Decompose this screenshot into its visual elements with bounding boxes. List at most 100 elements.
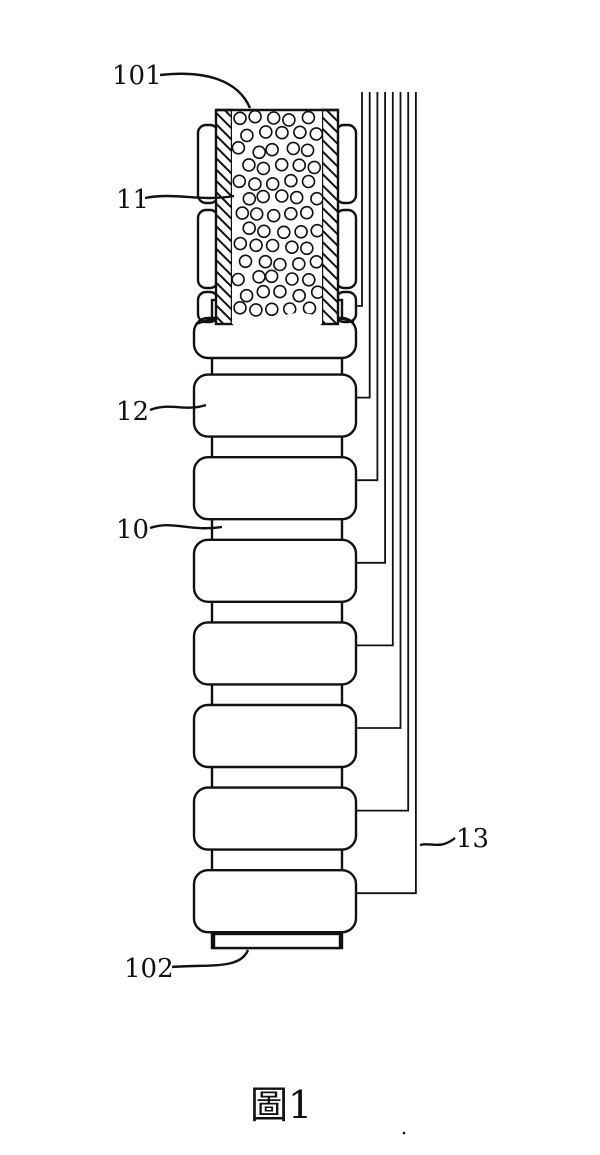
sleeve-8 <box>192 869 358 934</box>
granule <box>289 190 304 205</box>
granule <box>266 208 281 223</box>
granule <box>301 272 316 287</box>
granule <box>264 269 279 284</box>
granule <box>256 161 271 176</box>
granule <box>264 302 279 317</box>
sleeve-6 <box>192 703 358 769</box>
granule <box>265 142 279 157</box>
granule <box>252 269 266 284</box>
leader-10 <box>149 524 223 530</box>
sleeve-2 <box>192 373 358 438</box>
granule <box>309 127 322 141</box>
granule <box>235 206 250 220</box>
granule <box>292 158 307 172</box>
granule <box>274 189 289 203</box>
granule <box>291 257 306 271</box>
granule <box>292 288 307 303</box>
granule <box>240 128 254 143</box>
granule <box>285 240 299 254</box>
lead-wire-5 <box>356 92 394 647</box>
lead-wire-4 <box>356 92 386 564</box>
lead-wire-2 <box>356 92 371 399</box>
figure-caption: 圖1 <box>250 1083 312 1127</box>
label-10: 10 <box>116 515 149 545</box>
granule <box>258 125 273 139</box>
leader-11 <box>144 194 235 200</box>
granule <box>310 285 322 300</box>
granule <box>265 238 280 253</box>
granule <box>232 174 247 189</box>
granule-fill <box>232 110 322 317</box>
granule <box>249 207 264 221</box>
lead-wire-bundle <box>356 92 417 895</box>
granule <box>300 143 315 158</box>
lead-wire-1 <box>356 92 363 307</box>
granule <box>302 301 317 316</box>
granule <box>310 223 322 238</box>
granule <box>232 272 245 287</box>
granule <box>301 110 316 125</box>
granule <box>233 236 248 251</box>
leader-102 <box>171 949 250 969</box>
granule <box>232 141 246 155</box>
sleeve-4 <box>192 538 358 603</box>
granule <box>276 225 291 240</box>
lead-wire-7 <box>356 92 410 812</box>
granule <box>274 157 289 172</box>
granule <box>307 160 322 175</box>
granule <box>258 254 273 269</box>
leader-12 <box>149 403 207 412</box>
granule <box>286 141 301 156</box>
lead-wire-6 <box>356 92 402 729</box>
granule <box>273 257 287 272</box>
granule <box>299 241 314 256</box>
sleeve-7 <box>192 786 358 851</box>
granule <box>233 300 247 315</box>
lead-wire-3 <box>356 92 379 482</box>
granule <box>252 145 267 160</box>
granule <box>249 238 263 253</box>
sleeve-3 <box>192 456 358 521</box>
label-102: 102 <box>124 954 174 984</box>
granule <box>310 191 322 206</box>
label-12: 12 <box>116 397 149 427</box>
sleeve-stack <box>192 314 358 934</box>
stray-dot <box>402 1131 406 1135</box>
granule <box>242 192 257 206</box>
granule <box>283 206 298 221</box>
granule <box>248 110 262 124</box>
granule <box>309 254 322 269</box>
granule <box>248 177 262 191</box>
granule <box>282 113 296 127</box>
granule <box>256 189 271 204</box>
cutaway-section <box>196 108 358 326</box>
bottom-end-cap <box>212 932 342 950</box>
label-101: 101 <box>112 61 162 91</box>
granule <box>273 284 287 299</box>
tube-wall-right <box>320 108 340 326</box>
granule <box>266 111 281 125</box>
label-11: 11 <box>116 185 149 215</box>
lead-wire-8 <box>356 92 417 895</box>
granule <box>275 125 289 140</box>
granule <box>285 272 299 286</box>
granule <box>301 174 316 189</box>
granule <box>256 284 271 299</box>
granule <box>242 221 256 235</box>
granule <box>238 254 253 269</box>
granule <box>242 158 256 172</box>
label-13: 13 <box>456 824 489 854</box>
tube-wall-left <box>214 108 234 326</box>
granule <box>265 177 280 191</box>
sleeve-5 <box>192 621 358 686</box>
granule <box>299 205 314 220</box>
leader-101 <box>159 72 252 109</box>
granule <box>249 303 263 317</box>
granule <box>239 288 254 303</box>
granule <box>257 224 271 239</box>
granule <box>282 302 297 316</box>
granule <box>294 225 308 239</box>
granule <box>293 125 307 140</box>
leader-13 <box>419 837 456 847</box>
